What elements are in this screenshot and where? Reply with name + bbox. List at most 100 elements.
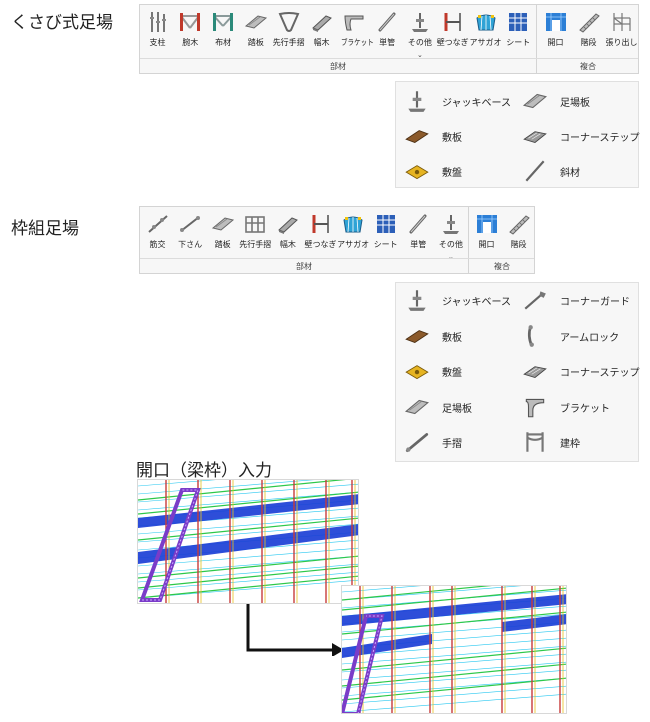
ribbon-button-pipe[interactable]: 単管 <box>371 7 404 57</box>
ribbon-button-arm-beam[interactable]: 腕木 <box>174 7 207 57</box>
ribbon-button-label: 階段 <box>510 240 527 249</box>
base-plate-icon <box>405 165 429 180</box>
ribbon-button-toeboard[interactable]: 幅木 <box>305 7 338 57</box>
dropdown-item-jack-base[interactable]: ジャッキベース <box>404 86 519 116</box>
dropdown-item-label: 敷盤 <box>442 368 462 379</box>
ribbon-button-label: 支柱 <box>149 38 166 47</box>
ribbon-button-label: その他 <box>407 38 432 47</box>
deck-icon <box>211 217 234 231</box>
ribbon-button-netting[interactable]: アサガオ <box>337 209 370 259</box>
ribbon-button-toeboard[interactable]: 幅木 <box>271 209 304 259</box>
ribbon-button-post[interactable]: 支柱 <box>141 7 174 57</box>
dropdown-item-label: 斜材 <box>560 168 580 179</box>
dropdown-item-corner-guard[interactable]: コーナーガード <box>522 285 637 315</box>
dropdown-item-jack-base[interactable]: ジャッキベース <box>404 285 519 315</box>
dropdown-item-base-plank[interactable]: 敷板 <box>404 321 519 351</box>
dropdown-item-base-plank[interactable]: 敷板 <box>404 121 519 151</box>
ribbon-button-cantilever[interactable]: 張り出し <box>605 7 638 57</box>
ribbon-button-opening[interactable]: 開口 <box>539 7 572 57</box>
dropdown-item-arm-lock[interactable]: アームロック <box>522 321 637 351</box>
ribbon-button-ledger[interactable]: 布材 <box>207 7 240 57</box>
dropdown-item-frame-bracket[interactable]: ブラケット <box>522 392 637 422</box>
ledger-icon <box>213 13 234 31</box>
mesh-line <box>342 669 566 689</box>
ribbon-button-label: 壁つなぎ <box>436 38 469 47</box>
chevron-down-icon[interactable]: ⌄ <box>447 253 454 261</box>
kusabi-title: くさび式足場 <box>11 13 113 33</box>
corner-step-icon <box>523 131 547 143</box>
base-plate-icon <box>405 365 429 380</box>
ribbon-button-label: 単管 <box>410 240 427 249</box>
ribbon-button-label: アサガオ <box>469 38 502 47</box>
dropdown-item-corner-step[interactable]: コーナーステップ <box>522 121 640 151</box>
stair-shape <box>139 488 201 602</box>
ledger-line <box>138 480 346 501</box>
ribbon-button-label: その他 <box>438 240 463 249</box>
ribbon-button-handrail[interactable]: 先行手摺 <box>272 7 305 57</box>
ribbon-button-label: 壁つなぎ <box>304 240 337 249</box>
base-plank-icon <box>405 130 429 143</box>
ribbon-button-label: 開口 <box>478 240 495 249</box>
dropdown-item-label: アームロック <box>560 332 620 344</box>
dropdown-item-rail[interactable]: 手摺 <box>404 427 519 457</box>
dropdown-item-deck[interactable]: 足場板 <box>404 392 519 422</box>
dropdown-item-label: 手摺 <box>442 439 462 450</box>
ribbon-button-deck[interactable]: 踏板 <box>239 7 272 57</box>
ribbon-button-lower-rail[interactable]: 下さん <box>174 209 207 259</box>
arm-beam-icon <box>180 13 201 31</box>
ribbon-button-sheet[interactable]: シート <box>369 209 402 259</box>
ribbon-button-label: 下さん <box>178 240 203 249</box>
ribbon-button-label: 踏板 <box>214 240 231 249</box>
deck-icon <box>523 93 547 109</box>
dropdown-item-base-plate[interactable]: 敷盤 <box>404 156 519 186</box>
dropdown-item-label: 敷板 <box>442 332 462 344</box>
chevron-down-icon[interactable]: ⌄ <box>416 51 423 59</box>
toeboard-icon <box>277 217 298 234</box>
ledger-line <box>138 555 358 579</box>
dropdown-item-base-plate[interactable]: 敷盤 <box>404 356 519 386</box>
mesh-line <box>342 661 566 681</box>
ledger-line <box>138 575 358 599</box>
dropdown-item-frame[interactable]: 建枠 <box>522 427 637 457</box>
dropdown-item-label: コーナーガード <box>560 297 630 308</box>
waku-composite-group: 開口 階段 複合 <box>468 207 535 273</box>
ribbon-button-frame-handrail[interactable]: 先行手摺 <box>239 209 272 259</box>
deck-icon <box>405 399 429 414</box>
dropdown-item-label: 敷板 <box>442 133 462 144</box>
sheet-icon <box>509 13 528 31</box>
waku-ribbon: 筋交下さん踏板先行手摺幅木壁つなぎアサガオシート単管その他⌄ 部材 開口階段 複… <box>139 206 535 274</box>
bracket-icon <box>344 15 364 31</box>
mesh-line <box>342 677 566 697</box>
ribbon-button-stairs[interactable]: 階段 <box>572 7 605 57</box>
ribbon-button-wall-tie[interactable]: 壁つなぎ <box>304 209 337 259</box>
ribbon-button-bracket[interactable]: ブラケット <box>338 7 374 57</box>
jack-base-icon <box>408 290 426 311</box>
ribbon-button-deck[interactable]: 踏板 <box>206 209 239 259</box>
mesh-line <box>138 571 358 591</box>
corner-guard-icon <box>524 291 546 310</box>
dropdown-item-diagonal[interactable]: 斜材 <box>522 156 637 186</box>
ribbon-button-pipe[interactable]: 単管 <box>402 209 435 259</box>
dropdown-item-deck[interactable]: 足場板 <box>522 86 637 116</box>
waku-composite-label: 複合 <box>494 262 510 271</box>
rail-icon <box>405 433 429 453</box>
dropdown-item-label: コーナーステップ <box>560 133 640 144</box>
deck-band <box>502 614 566 632</box>
ribbon-button-opening[interactable]: 開口 <box>470 209 503 259</box>
kusabi-composite-label: 複合 <box>580 62 596 71</box>
ribbon-button-brace[interactable]: 筋交 <box>141 209 174 259</box>
mesh-line <box>138 483 358 503</box>
waku-other-dropdown: ジャッキベース コーナーガード敷板 アームロック敷盤 コーナーステップ足場板 ブラケット… <box>395 282 640 462</box>
ribbon-button-netting[interactable]: アサガオ <box>469 7 502 57</box>
ribbon-button-sheet[interactable]: シート <box>502 7 535 57</box>
dropdown-item-label: ブラケット <box>560 403 610 415</box>
ribbon-button-jack-base[interactable]: その他 ⌄ <box>434 209 467 261</box>
jack-base-icon <box>408 91 426 112</box>
ribbon-button-jack-base[interactable]: その他 ⌄ <box>403 7 436 59</box>
ribbon-button-stairs[interactable]: 階段 <box>502 209 535 259</box>
diagonal-icon <box>525 160 545 182</box>
ribbon-button-wall-tie[interactable]: 壁つなぎ <box>436 7 469 57</box>
dropdown-item-corner-step[interactable]: コーナーステップ <box>522 356 640 386</box>
cantilever-icon <box>612 13 631 31</box>
scaffold-after-screenshot <box>341 585 567 714</box>
